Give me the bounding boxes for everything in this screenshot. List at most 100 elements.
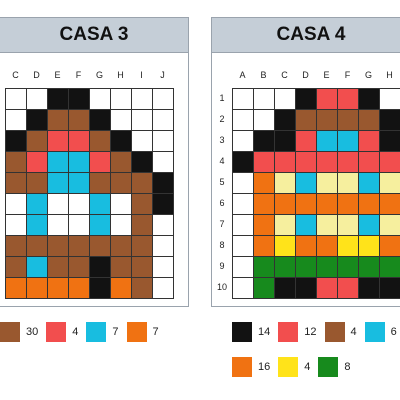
column-letter: G <box>364 70 372 80</box>
pixel-cell <box>6 173 27 194</box>
pixel-cell <box>153 152 174 173</box>
pixel-cell <box>90 257 111 278</box>
pixel-cell <box>111 89 132 110</box>
row-number: 1 <box>219 93 225 103</box>
legend-swatch <box>126 322 147 342</box>
pixel-cell <box>69 257 90 278</box>
pixel-cell <box>254 173 275 194</box>
pixel-cell <box>296 110 317 131</box>
legend-count: 7 <box>152 326 159 338</box>
column-letter: A <box>239 70 246 80</box>
pixel-cell <box>111 257 132 278</box>
pixel-cell <box>233 278 254 299</box>
casa-3-title: CASA 3 <box>0 18 188 53</box>
column-letter: J <box>160 70 165 80</box>
pixel-cell <box>380 152 400 173</box>
pixel-cell <box>275 257 296 278</box>
pixel-cell <box>48 236 69 257</box>
pixel-cell <box>338 152 359 173</box>
pixel-cell <box>153 131 174 152</box>
pixel-cell <box>153 278 174 299</box>
pixel-cell <box>48 152 69 173</box>
pixel-cell <box>359 152 380 173</box>
pixel-cell <box>90 194 111 215</box>
pixel-cell <box>359 110 380 131</box>
pixel-cell <box>69 89 90 110</box>
pixel-cell <box>380 89 400 110</box>
legend-count: 8 <box>344 361 351 373</box>
legend-count: 16 <box>258 361 271 373</box>
pixel-cell <box>69 278 90 299</box>
pixel-cell <box>69 152 90 173</box>
pixel-cell <box>233 110 254 131</box>
row-number: 6 <box>219 198 225 208</box>
pixel-cell <box>359 215 380 236</box>
pixel-cell <box>6 194 27 215</box>
pixel-cell <box>296 131 317 152</box>
legend-swatch <box>232 357 252 377</box>
pixel-cell <box>6 152 27 173</box>
legend-count: 4 <box>72 326 79 338</box>
pixel-cell <box>317 257 338 278</box>
pixel-cell <box>296 194 317 215</box>
pixel-cell <box>359 194 380 215</box>
pixel-cell <box>27 152 48 173</box>
pixel-cell <box>317 131 338 152</box>
pixel-cell <box>27 173 48 194</box>
legend-count: 14 <box>258 326 271 338</box>
pixel-cell <box>338 89 359 110</box>
pixel-cell <box>111 215 132 236</box>
pixel-cell <box>338 110 359 131</box>
pixel-cell <box>111 173 132 194</box>
legend-swatch <box>232 322 252 342</box>
pixel-cell <box>359 131 380 152</box>
row-number: 5 <box>219 177 225 187</box>
pixel-cell <box>27 278 48 299</box>
pixel-cell <box>233 89 254 110</box>
legend-swatch <box>318 357 339 377</box>
pixel-cell <box>296 89 317 110</box>
pixel-cell <box>48 89 69 110</box>
casa-4-pixel-grid <box>232 88 400 299</box>
pixel-cell <box>48 110 69 131</box>
pixel-cell <box>254 131 275 152</box>
pixel-cell <box>359 89 380 110</box>
casa-4-title: CASA 4 <box>212 18 400 53</box>
pixel-cell <box>132 110 153 131</box>
legend-swatch <box>46 322 67 342</box>
pixel-cell <box>380 194 400 215</box>
pixel-cell <box>132 194 153 215</box>
pixel-cell <box>69 236 90 257</box>
pixel-cell <box>380 215 400 236</box>
pixel-cell <box>90 236 111 257</box>
pixel-cell <box>233 131 254 152</box>
legend-swatch <box>278 357 299 377</box>
pixel-cell <box>317 215 338 236</box>
column-letter: F <box>344 70 351 80</box>
pixel-cell <box>111 110 132 131</box>
pixel-cell <box>296 278 317 299</box>
pixel-cell <box>90 89 111 110</box>
pixel-cell <box>338 194 359 215</box>
legend-swatch <box>278 322 299 342</box>
pixel-cell <box>27 236 48 257</box>
pixel-cell <box>275 89 296 110</box>
pixel-cell <box>27 215 48 236</box>
pixel-cell <box>338 215 359 236</box>
row-number: 3 <box>219 135 225 145</box>
pixel-cell <box>6 89 27 110</box>
pixel-cell <box>275 278 296 299</box>
pixel-cell <box>153 236 174 257</box>
column-letter: C <box>12 70 19 80</box>
legend-count: 12 <box>304 326 317 338</box>
casa-3-pixel-grid <box>5 88 174 299</box>
pixel-cell <box>275 173 296 194</box>
pixel-cell <box>233 257 254 278</box>
pixel-cell <box>90 131 111 152</box>
pixel-cell <box>359 173 380 194</box>
pixel-cell <box>90 173 111 194</box>
pixel-cell <box>69 215 90 236</box>
